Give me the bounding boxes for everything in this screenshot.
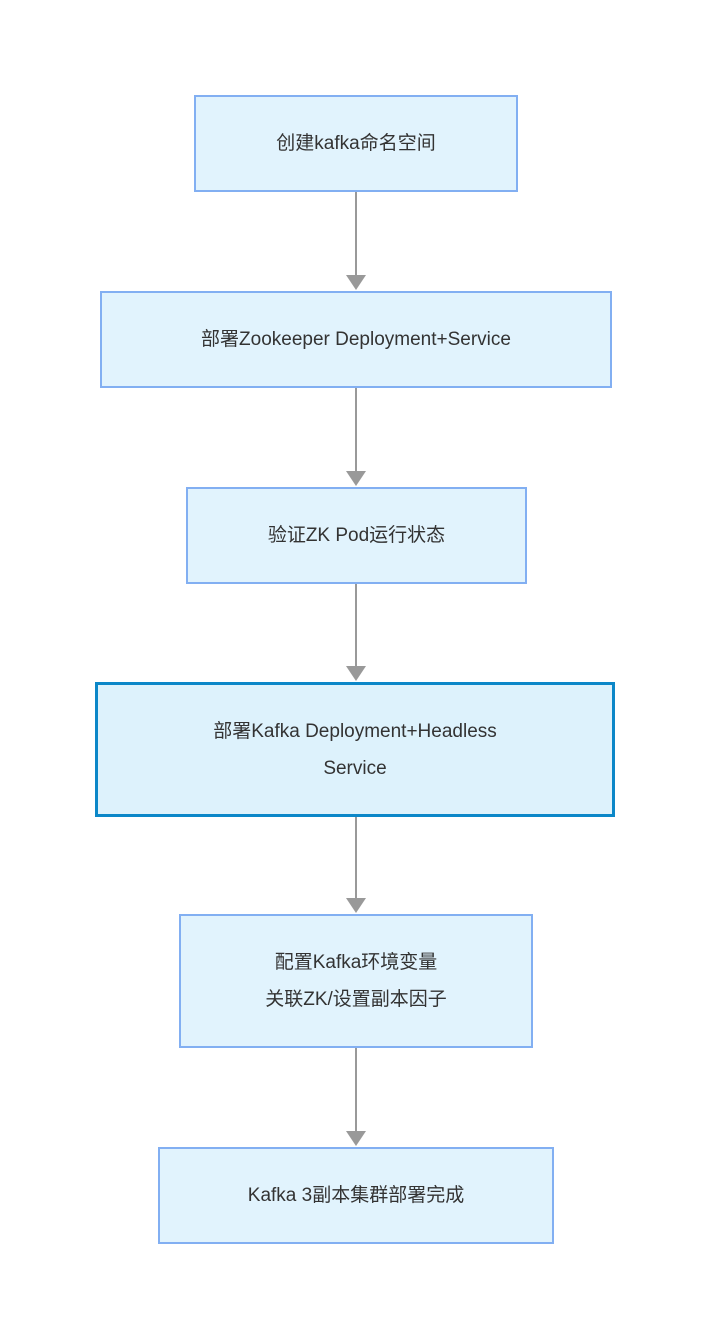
arrow-down-icon — [346, 666, 366, 681]
arrow-down-icon — [346, 471, 366, 486]
arrow-down-icon — [346, 1131, 366, 1146]
node-label: Kafka 3副本集群部署完成 — [247, 1185, 465, 1206]
flow-edge-3 — [345, 584, 367, 681]
node-label: 配置Kafka环境变量 关联ZK/设置副本因子 — [265, 952, 447, 1010]
arrow-line — [355, 817, 357, 899]
flow-node-cluster-complete: Kafka 3副本集群部署完成 — [158, 1147, 554, 1244]
arrow-line — [355, 584, 357, 667]
flow-node-deploy-kafka: 部署Kafka Deployment+Headless Service — [95, 682, 615, 817]
flow-node-verify-zk-pod: 验证ZK Pod运行状态 — [186, 487, 527, 584]
flow-edge-2 — [345, 388, 367, 486]
flow-edge-5 — [345, 1048, 367, 1146]
arrow-down-icon — [346, 275, 366, 290]
flow-edge-1 — [345, 192, 367, 290]
arrow-down-icon — [346, 898, 366, 913]
arrow-line — [355, 388, 357, 472]
node-label: 验证ZK Pod运行状态 — [267, 525, 446, 546]
flow-edge-4 — [345, 817, 367, 913]
arrow-line — [355, 1048, 357, 1132]
flow-node-configure-kafka-env: 配置Kafka环境变量 关联ZK/设置副本因子 — [179, 914, 533, 1048]
node-label: 部署Kafka Deployment+Headless Service — [213, 720, 497, 779]
node-label: 创建kafka命名空间 — [276, 133, 436, 154]
flow-node-create-namespace: 创建kafka命名空间 — [194, 95, 518, 192]
flow-node-deploy-zookeeper: 部署Zookeeper Deployment+Service — [100, 291, 612, 388]
node-label: 部署Zookeeper Deployment+Service — [201, 329, 511, 350]
arrow-line — [355, 192, 357, 276]
